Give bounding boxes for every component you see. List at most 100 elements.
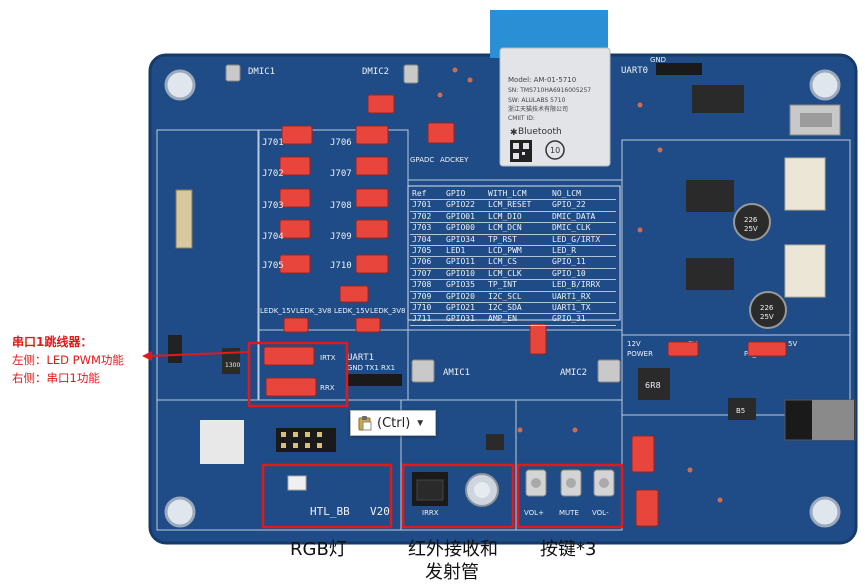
table-header-cell: Ref	[412, 189, 427, 198]
silk-5v-b: 5V	[788, 340, 797, 348]
jumper-j701[interactable]	[281, 125, 313, 145]
jumper-power[interactable]	[667, 341, 699, 357]
silk-ledk-3v8-b: LEDK_3V8	[370, 307, 406, 315]
fpc-connector	[175, 189, 193, 249]
pin-header	[276, 428, 336, 452]
pcb-board	[150, 55, 856, 543]
table-cell: GPIO_31	[552, 314, 586, 324]
key-buttons	[525, 469, 615, 497]
silk-vol-plus: VOL+	[524, 509, 544, 517]
table-cell: LED_R	[552, 245, 577, 255]
table-cell: LCM_CS	[488, 257, 517, 267]
silk-j706: J706	[330, 138, 352, 148]
table-cell: GPIO34	[446, 234, 475, 244]
table-cell: J705	[412, 245, 432, 255]
silk-uart0: UART0	[621, 66, 648, 76]
jumper-ledk-b[interactable]	[355, 317, 381, 333]
jumper-j705[interactable]	[279, 254, 311, 274]
silk-amic1: AMIC1	[443, 368, 470, 378]
silk-j710: J710	[330, 261, 352, 271]
cap-a-text: 226	[744, 216, 758, 224]
table-cell: UART1_RX	[552, 291, 591, 301]
silk-j702: J702	[262, 169, 284, 179]
jumper-j709[interactable]	[355, 219, 389, 239]
jumper-pa-power[interactable]	[747, 341, 787, 357]
dmic2-component	[403, 64, 419, 84]
silk-power: POWER	[627, 350, 653, 358]
table-cell: LCM_RESET	[488, 200, 532, 210]
jumper-right-lower-b[interactable]	[635, 489, 659, 527]
ic-b5	[728, 398, 756, 420]
jumper-j703[interactable]	[279, 188, 311, 208]
paste-options-button[interactable]: (Ctrl) ▼	[350, 410, 436, 436]
caption-ir-line1: 红外接收和	[408, 539, 498, 560]
jumper-j704[interactable]	[279, 219, 311, 239]
bluetooth-icon: ✱	[510, 128, 518, 138]
jumper-right-lower-a[interactable]	[631, 435, 655, 473]
jumper-j708[interactable]	[355, 188, 389, 208]
table-row: J705 LED1 LCD_PWM LED_R	[410, 245, 616, 258]
table-header-cell: WITH_LCM	[488, 189, 527, 198]
jumper-j702[interactable]	[279, 156, 311, 176]
highlight-rgb-led	[261, 463, 393, 529]
table-cell: LED_B/IRRX	[552, 280, 601, 290]
table-cell: LED_G/IRTX	[552, 234, 601, 244]
caption-rgb-led: RGB灯	[290, 539, 347, 560]
uart1-jumper-bottom[interactable]	[265, 377, 317, 397]
table-cell: GPIO21	[446, 302, 475, 312]
module-model-text: Model: AM-01-5710	[508, 76, 576, 84]
table-cell: I2C_SCL	[488, 291, 522, 301]
uart1-header	[348, 374, 402, 386]
table-cell: J707	[412, 268, 432, 278]
table-cell: LED1	[446, 245, 466, 255]
table-cell: LCD_PWM	[488, 245, 522, 255]
table-header-cell: NO_LCM	[552, 189, 581, 198]
silk-ledk-15v-b: LEDK_15V	[334, 307, 370, 315]
resistor-array	[168, 335, 182, 363]
caption-ir-line2: 发射管	[425, 562, 479, 583]
jumper-j706[interactable]	[355, 125, 389, 145]
table-cell: J711	[412, 314, 432, 324]
silk-irrx: IRRX	[422, 509, 439, 517]
table-cell: J710	[412, 302, 432, 312]
jumper-gpadc[interactable]	[427, 122, 455, 144]
capacitor-b	[749, 291, 787, 329]
jumper-middle[interactable]	[529, 323, 547, 355]
jumper-ledk-a[interactable]	[283, 317, 309, 333]
silk-j703: J703	[262, 201, 284, 211]
jumper-j710[interactable]	[355, 254, 389, 274]
silk-htl-bb: HTL_BB	[310, 505, 350, 518]
table-cell: J709	[412, 291, 432, 301]
jumper-top-a[interactable]	[367, 94, 395, 114]
chevron-down-icon: ▼	[415, 417, 426, 429]
silk-ledk-15v-a: LEDK_15V	[260, 307, 296, 315]
annotation-line-right: 右侧：串口1功能	[12, 371, 100, 385]
silk-uart1: UART1	[347, 353, 374, 363]
module-maker-text: 浙江天猫技术有限公司	[508, 105, 568, 113]
table-cell: TP_RST	[488, 234, 517, 244]
mount-hole	[809, 69, 841, 101]
annotation-title: 串口1跳线器：	[12, 335, 93, 349]
inductor	[638, 368, 670, 400]
table-cell: AMP_EN	[488, 314, 517, 324]
module-cmiit-text: CMIIT ID:	[508, 115, 535, 122]
table-cell: DMIC_DATA	[552, 211, 596, 221]
table-cell: UART1_TX	[552, 302, 591, 312]
jumper-j711[interactable]	[339, 285, 369, 303]
table-cell: LCM_DIO	[488, 211, 522, 221]
silk-12v: 12V	[627, 340, 641, 348]
jumper-j707[interactable]	[355, 156, 389, 176]
ir-led-body	[486, 434, 504, 450]
silk-amic2: AMIC2	[560, 368, 587, 378]
table-cell: GPIO35	[446, 280, 475, 290]
uart-ic	[692, 85, 744, 113]
silk-gpadc: GPADC	[410, 156, 434, 164]
silk-j707: J707	[330, 169, 352, 179]
table-cell: GPIO11	[446, 257, 475, 267]
uart1-jumper-top[interactable]	[263, 346, 315, 366]
silk-adckey: ADCKEY	[440, 156, 469, 164]
